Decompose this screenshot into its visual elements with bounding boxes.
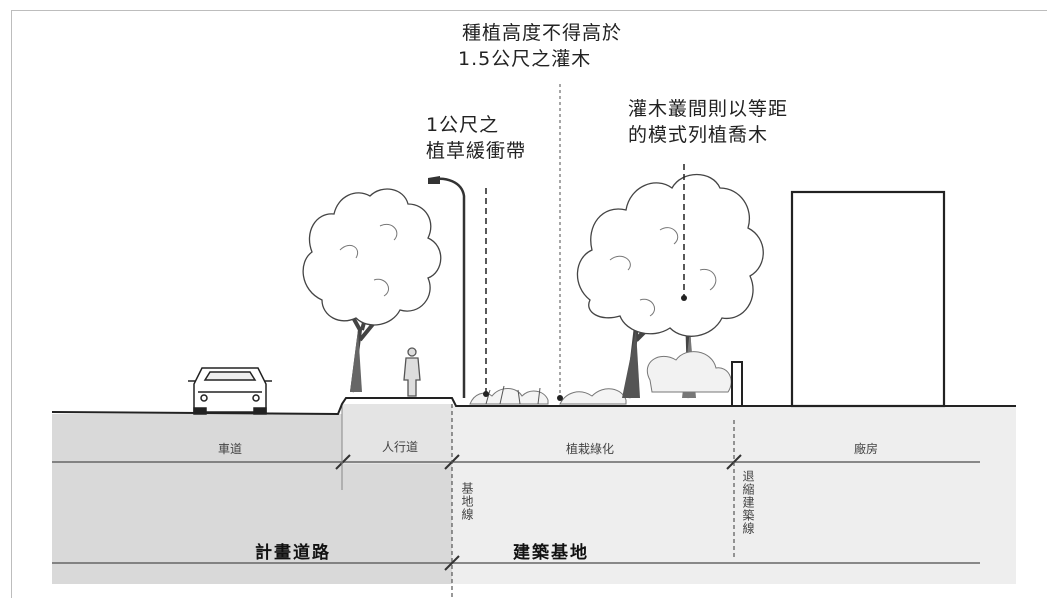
setback-post-icon: [731, 361, 743, 407]
grass-buffer-dot: [483, 391, 489, 397]
street-light-head: [428, 176, 440, 184]
buffer-shrubs-icon: [469, 385, 627, 405]
grass-buffer-note-line1: 1公尺之: [426, 114, 500, 136]
site-tree-icon: [576, 174, 764, 399]
pedestrian-icon: [403, 347, 421, 397]
shrub-height-note-line1: 種植高度不得高於: [462, 22, 623, 44]
base-line-label: 基地線: [460, 482, 474, 521]
ground-profile: [51, 397, 1016, 416]
tree-spacing-dot: [681, 295, 687, 301]
figure-frame: [11, 10, 1047, 598]
sidewalk-tree-icon: [302, 188, 442, 393]
tree-spacing-note-line2: 的模式列植喬木: [628, 124, 769, 146]
tree-spacing-note-line1: 灌木叢間則以等距: [628, 98, 789, 120]
car-icon: [188, 367, 272, 415]
sidewalk-area: [342, 404, 452, 464]
zone-label-roadway: 車道: [217, 442, 242, 456]
zone-label-planting-green: 植栽綠化: [565, 442, 614, 456]
area-label-building-site: 建築基地: [513, 543, 589, 563]
grass-buffer-note-line2: 植草緩衝帶: [426, 140, 527, 162]
zone-label-sidewalk: 人行道: [381, 440, 418, 454]
zone-label-factory: 廠房: [853, 442, 878, 456]
factory-building-icon: [790, 190, 946, 408]
shrub-height-dot: [557, 395, 563, 401]
shrub-height-note-line2: 1.5公尺之灌木: [458, 48, 592, 70]
area-label-planned-road: 計畫道路: [255, 543, 331, 563]
street-light-icon: [429, 177, 466, 398]
setback-line-label: 退縮建築線: [741, 470, 755, 535]
